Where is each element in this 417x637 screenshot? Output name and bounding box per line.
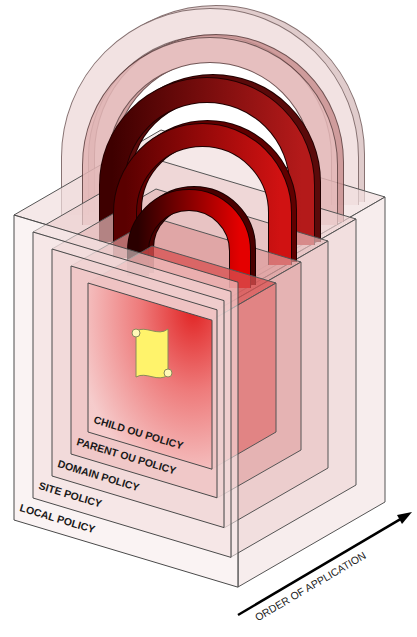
policy-lock-body: PARENT OU POLICYCHILD OU POLICY — [71, 266, 217, 498]
scroll-body — [136, 329, 168, 378]
order-arrow-line — [238, 519, 400, 615]
site-lock-back — [33, 47, 356, 557]
parent-ou-lock-back — [71, 132, 301, 498]
lock-front-face-shape — [14, 215, 238, 587]
local-lock-back — [14, 19, 385, 587]
domain-lock-back — [52, 87, 328, 528]
scroll-icon — [132, 329, 172, 378]
policy-lock-body: CHILD OU POLICY — [88, 283, 212, 469]
lock-front-face-shape — [52, 249, 224, 528]
policy-lock-body: DOMAIN POLICYPARENT OU POLICYCHILD OU PO… — [52, 249, 224, 528]
child-ou-lock-back — [88, 197, 276, 469]
scroll-curl — [132, 329, 140, 337]
policy-lock-body: SITE POLICYDOMAIN POLICYPARENT OU POLICY… — [33, 232, 231, 557]
lock-front-face-shape — [33, 232, 231, 557]
policy-lock-body: LOCAL POLICYSITE POLICYDOMAIN POLICYPARE… — [14, 215, 238, 587]
order-arrow-head — [397, 512, 412, 524]
scroll-curl — [164, 369, 172, 377]
lock-front-face-shape — [88, 283, 212, 469]
lock-front-face-shape — [71, 266, 217, 498]
